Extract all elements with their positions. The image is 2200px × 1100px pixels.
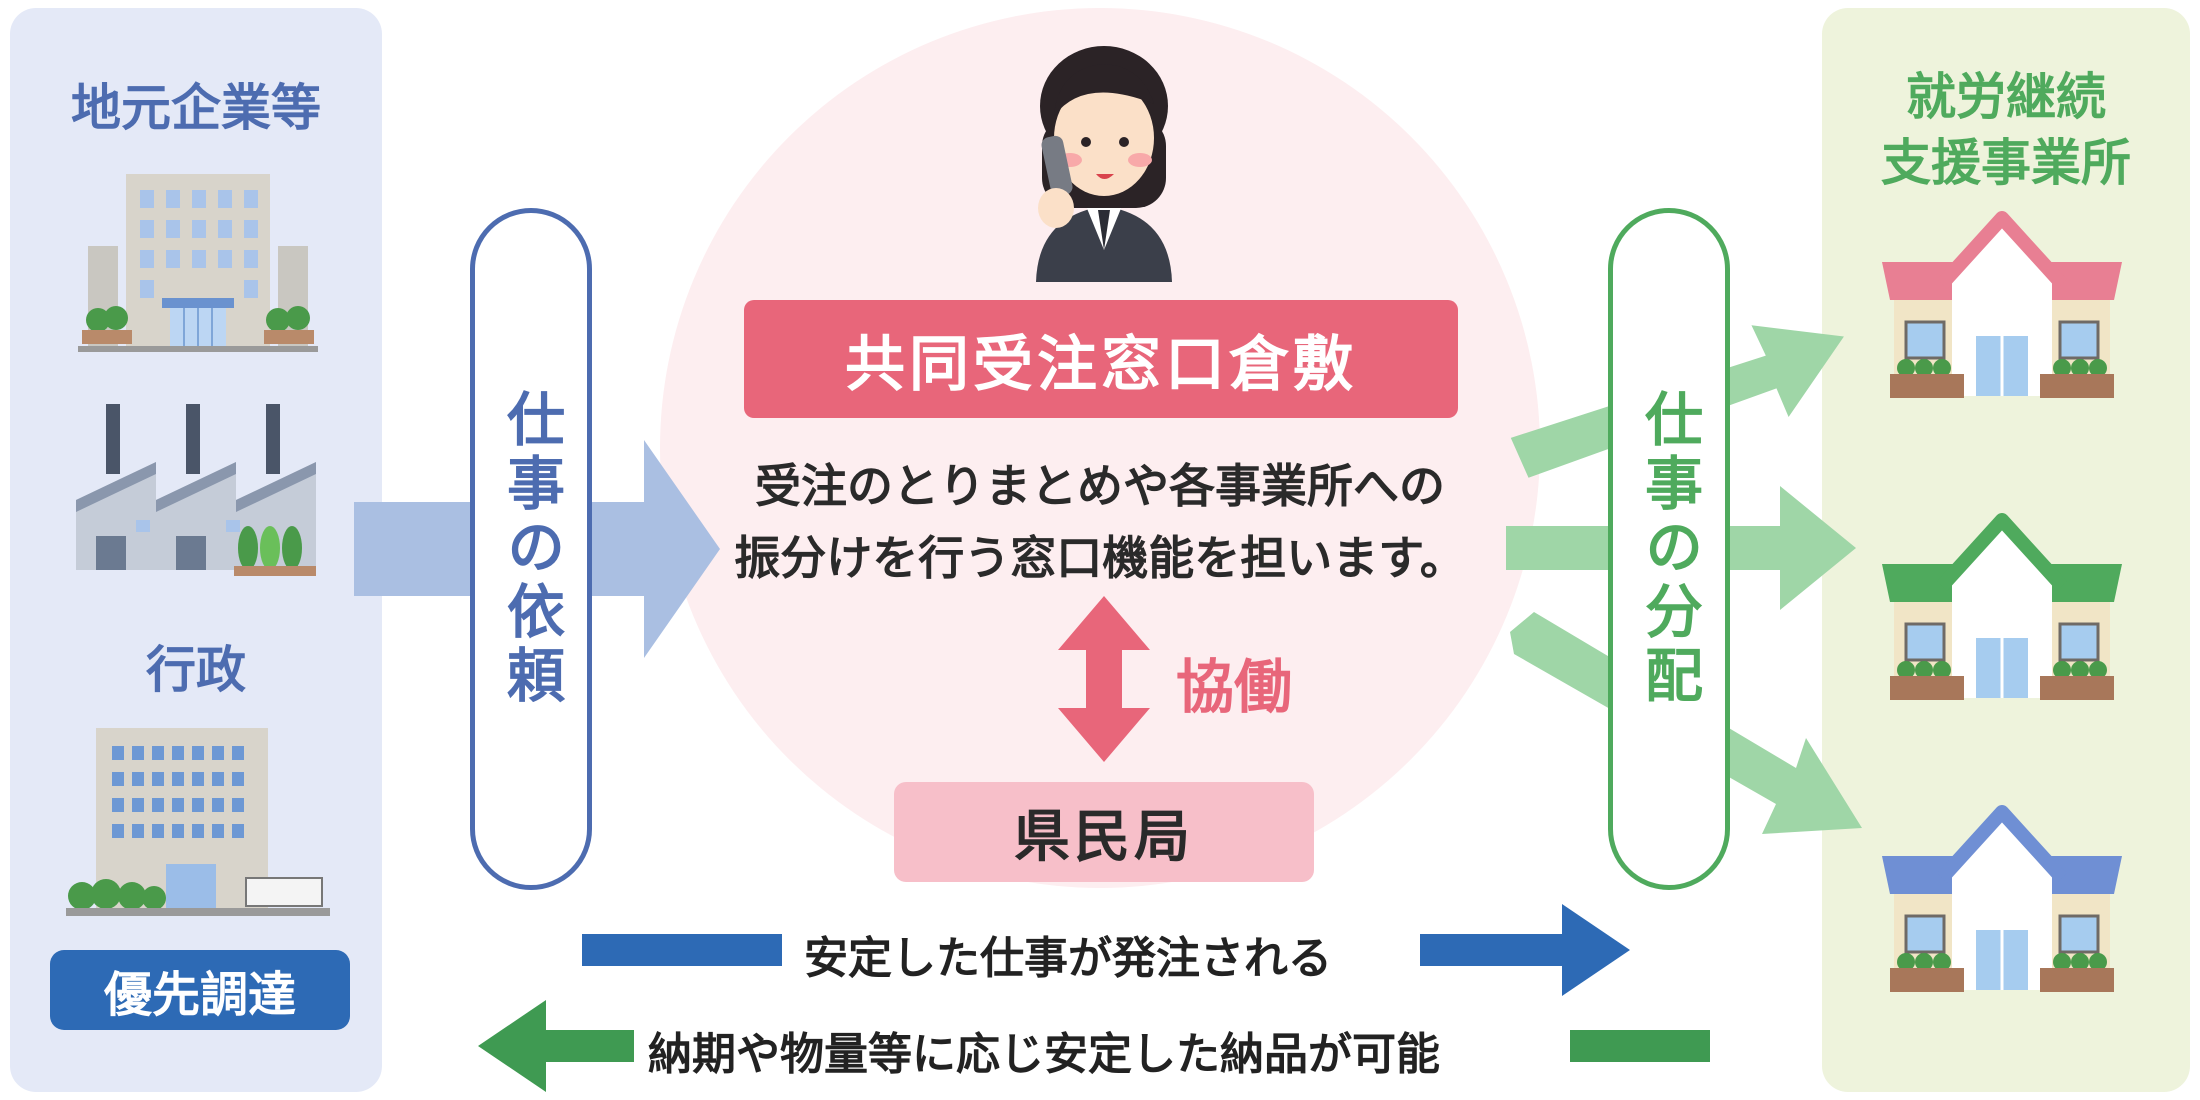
stable-orders-text: 安定した仕事が発注される	[804, 933, 1332, 984]
gov-label: 行政	[146, 641, 246, 699]
stable-orders-arrow-head	[1420, 904, 1630, 996]
house-green-icon	[1882, 513, 2122, 700]
stable-delivery-arrow-head	[478, 1000, 634, 1092]
right-heading-line-1: 就労継続	[1906, 68, 2106, 126]
request-pill-text: 仕事の依頼	[497, 389, 565, 709]
factory-icon	[76, 404, 316, 576]
government-building-icon	[66, 728, 330, 916]
stable-delivery-text: 納期や物量等に応じ安定した納品が可能	[648, 1029, 1440, 1080]
stable-delivery-arrow-right-bar	[1570, 1030, 1710, 1062]
left-panel-heading: 地元企業等	[71, 79, 321, 137]
cooperation-label: 協働	[1176, 653, 1293, 721]
office-building-icon	[78, 174, 318, 352]
description-line-1: 受注のとりまとめや各事業所への	[755, 459, 1445, 513]
description-line-2: 振分けを行う窓口機能を担います。	[734, 531, 1466, 585]
priority-procurement-badge: 優先調達	[50, 950, 350, 1030]
prefectural-bureau: 県民局	[894, 782, 1314, 882]
house-pink-icon	[1882, 211, 2122, 398]
house-blue-icon	[1882, 805, 2122, 992]
window-description: 受注のとりまとめや各事業所への 振分けを行う窓口機能を担います。	[700, 450, 1500, 594]
right-panel-heading: 就労継続 支援事業所	[1822, 64, 2190, 196]
cooperation-double-arrow-icon	[1058, 596, 1150, 762]
distribution-pill: 仕事の分配	[1608, 208, 1730, 890]
request-pill: 仕事の依頼	[470, 208, 592, 890]
right-heading-line-2: 支援事業所	[1881, 134, 2131, 192]
operator-woman-icon	[1036, 46, 1172, 282]
distribution-pill-text: 仕事の分配	[1635, 389, 1703, 709]
joint-order-window-title: 共同受注窓口倉敷	[744, 300, 1458, 418]
stable-orders-arrow-left-bar	[582, 934, 782, 966]
